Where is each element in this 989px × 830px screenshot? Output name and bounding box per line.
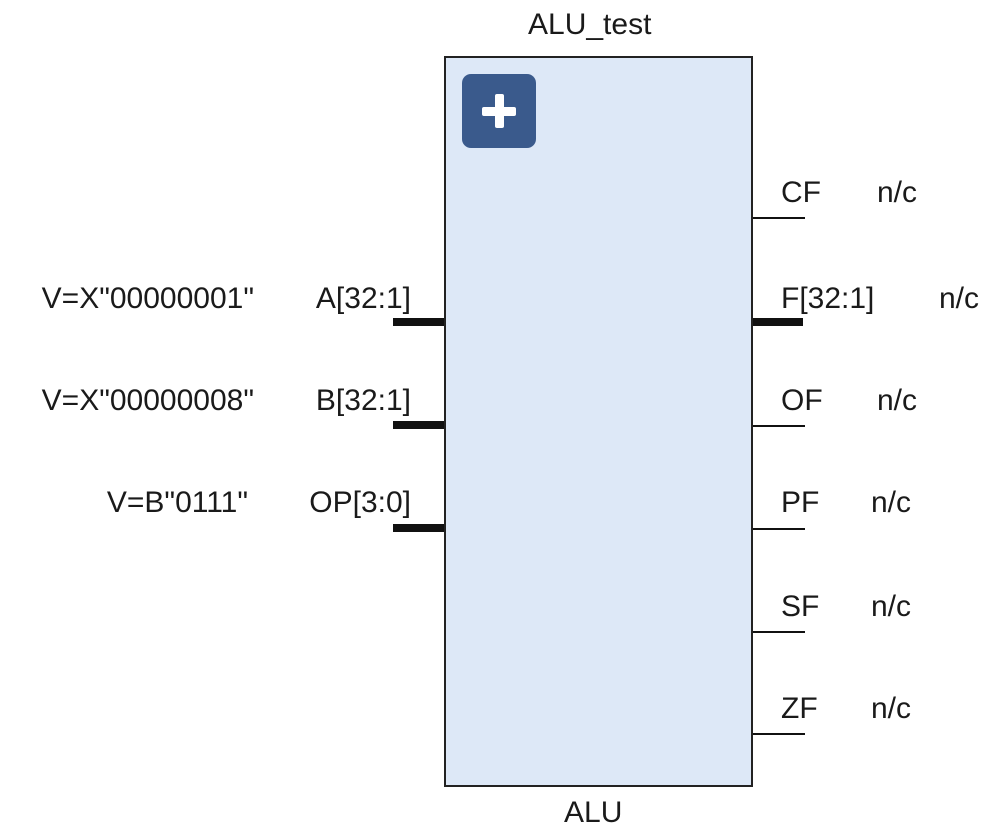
output-port-of: OF xyxy=(781,384,823,417)
input-port-b: B[32:1] xyxy=(315,384,411,417)
input-value-op: V=B"0111" xyxy=(106,486,248,519)
input-pin-a[interactable] xyxy=(393,318,444,326)
input-port-op: OP[3:0] xyxy=(309,486,411,519)
alu-block[interactable] xyxy=(444,56,753,787)
output-conn-of: n/c xyxy=(877,384,918,417)
output-conn-sf: n/c xyxy=(871,590,912,623)
output-pin-of[interactable] xyxy=(753,425,805,427)
output-pin-sf[interactable] xyxy=(753,631,805,633)
output-port-zf: ZF xyxy=(781,692,818,725)
output-pin-cf[interactable] xyxy=(753,217,805,219)
output-conn-f: n/c xyxy=(939,282,980,315)
output-port-pf: PF xyxy=(781,486,820,519)
block-title: ALU_test xyxy=(528,8,652,41)
output-port-cf: CF xyxy=(781,176,821,209)
output-port-f: F[32:1] xyxy=(781,282,875,315)
input-pin-b[interactable] xyxy=(393,421,444,429)
output-port-sf: SF xyxy=(781,590,820,623)
input-value-a: V=X"00000001" xyxy=(41,282,254,315)
output-pin-zf[interactable] xyxy=(753,733,805,735)
output-pin-f[interactable] xyxy=(753,318,803,326)
output-pin-pf[interactable] xyxy=(753,528,805,530)
output-conn-pf: n/c xyxy=(871,486,912,519)
input-port-a: A[32:1] xyxy=(315,282,411,315)
block-type-label: ALU xyxy=(564,796,623,829)
expand-button[interactable] xyxy=(462,74,536,148)
output-conn-cf: n/c xyxy=(877,176,918,209)
input-value-b: V=X"00000008" xyxy=(41,384,254,417)
output-conn-zf: n/c xyxy=(871,692,912,725)
input-pin-op[interactable] xyxy=(393,524,444,532)
